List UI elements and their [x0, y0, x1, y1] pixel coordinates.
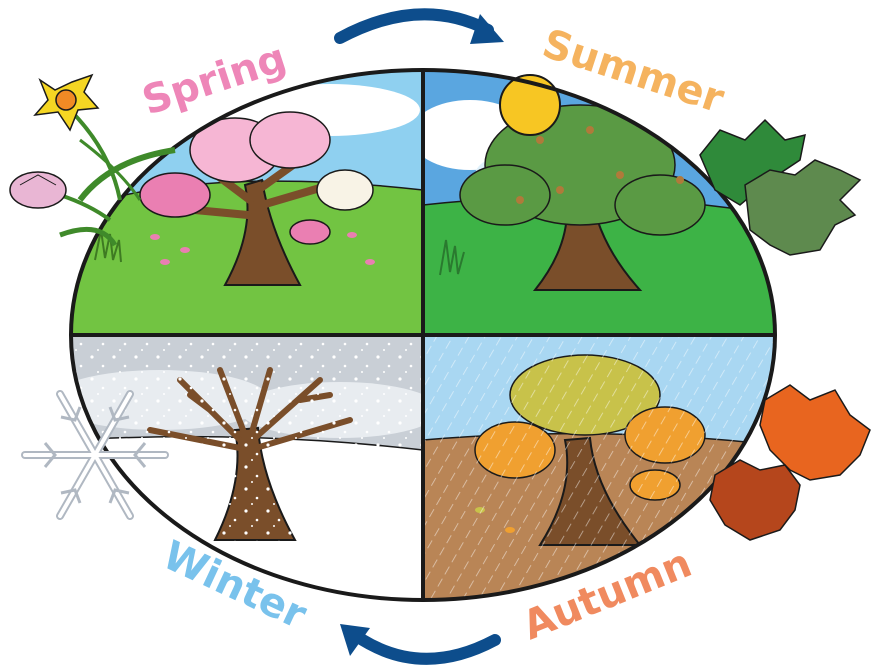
autumn-leaves-icon	[709, 384, 871, 541]
snowflake-icon	[21, 390, 169, 520]
winter-quadrant	[71, 335, 423, 600]
summer-quadrant	[423, 70, 775, 335]
cycle-arrow-bottom-icon	[340, 624, 501, 665]
sun-icon	[499, 74, 561, 136]
spring-quadrant	[71, 70, 423, 335]
green-leaves-icon	[699, 118, 862, 256]
tulip-icon	[9, 147, 176, 247]
cycle-arrow-top-icon	[334, 8, 504, 44]
autumn-quadrant	[423, 335, 775, 600]
